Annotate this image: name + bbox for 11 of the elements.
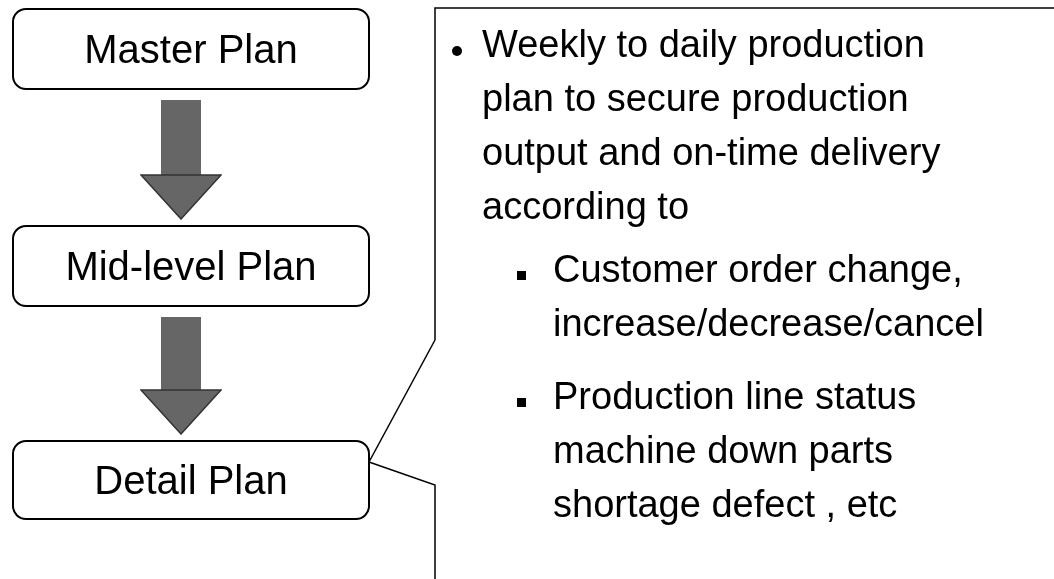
box-label: Detail Plan	[94, 457, 288, 503]
process-box	[12, 225, 370, 307]
process-box	[12, 8, 370, 90]
block-arrow	[140, 317, 222, 435]
bullet-text: Weekly to daily production plan to secure production output and on-time delivery according to	[482, 22, 942, 229]
block-arrow	[140, 100, 222, 220]
box-label: Mid-level Plan	[65, 243, 317, 289]
bullet-text: Production line status machine down parts shortage defect , etc	[553, 374, 918, 527]
bullet-text: Customer order change, increase/decrease/cancel	[553, 247, 985, 346]
box-label: Master Plan	[84, 26, 298, 72]
process-box	[12, 440, 370, 520]
